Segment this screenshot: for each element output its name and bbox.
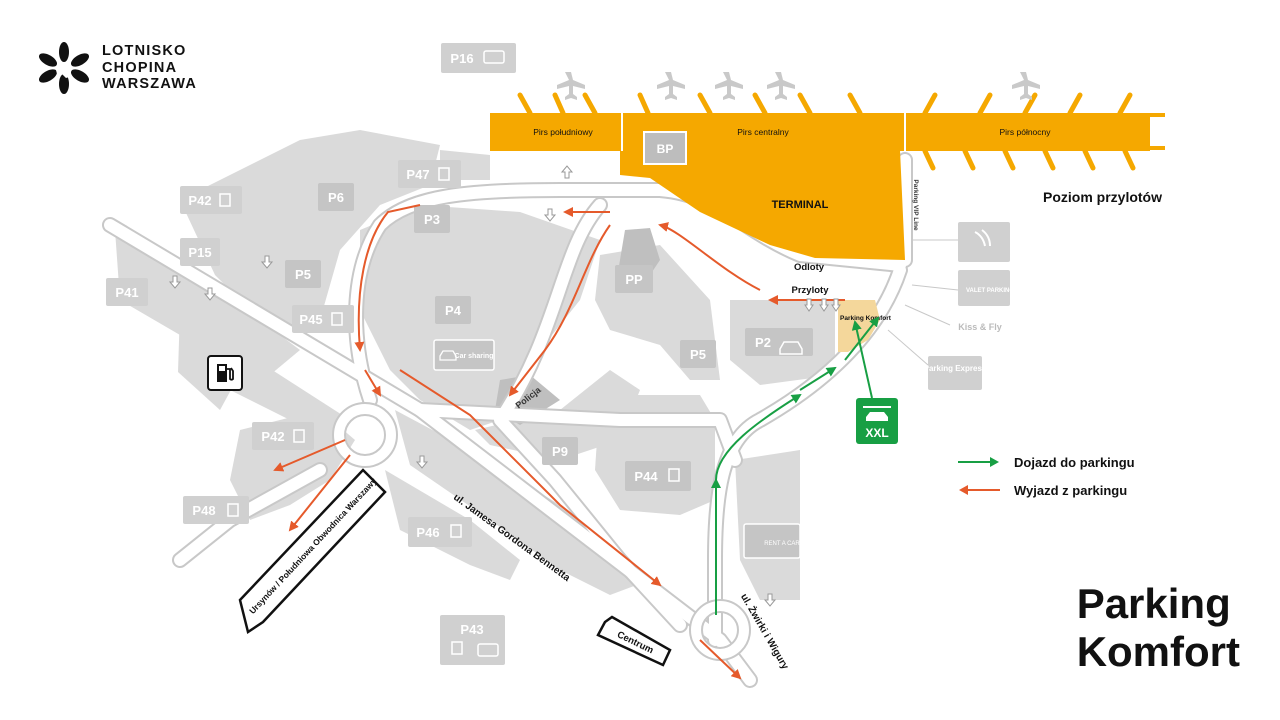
logo-line-2: CHOPINA: [102, 59, 178, 76]
p4-label: P4: [445, 303, 462, 318]
car-sharing-sign: Car sharing: [433, 339, 495, 371]
page-title: Parking Komfort: [1077, 580, 1240, 676]
pier-south-label: Pirs południowy: [533, 127, 593, 137]
p45-label: P45: [299, 312, 322, 327]
airport-logo: LOTNISKO CHOPINA WARSZAWA: [36, 40, 197, 96]
p44-label: P44: [634, 469, 658, 484]
parking-express-label: Parking Express: [924, 364, 987, 373]
pier-central-label: Pirs centralny: [737, 127, 789, 137]
green-arrow-icon: [958, 457, 999, 467]
parking-sign-icon: [219, 167, 680, 655]
p48-label: P48: [192, 503, 215, 518]
p5-left-label: P5: [295, 267, 311, 282]
p3-label: P3: [424, 212, 440, 227]
p5-right-label: P5: [690, 347, 706, 362]
p47-label: P47: [406, 167, 429, 182]
car-icon: [866, 412, 888, 421]
logo-mark-icon: [38, 42, 90, 94]
valet-label: VALET PARKING: [966, 288, 1014, 294]
odloty-label: Odloty: [794, 262, 825, 273]
parking-komfort-label: Parking Komfort: [840, 315, 892, 322]
p15-label: P15: [188, 245, 211, 260]
p6-label: P6: [328, 190, 344, 205]
rent-a-car-sign: RENT A CAR: [743, 523, 801, 559]
legend-in-label: Dojazd do parkingu: [1014, 454, 1135, 470]
green-route: [711, 316, 880, 615]
logo-line-1: LOTNISKO: [102, 43, 187, 60]
p16-label: P16: [450, 51, 473, 66]
xxl-parking-sign: XXL: [856, 398, 898, 444]
pier-north-label: Pirs północny: [999, 127, 1051, 137]
plane-icon: [557, 72, 1040, 100]
przyloty-label: Przyloty: [792, 285, 830, 296]
parking-vip-label: Parking VIP Line: [912, 179, 919, 231]
p46-label: P46: [416, 525, 439, 540]
car-icon: [779, 341, 803, 355]
terminal-building: Pirs południowy Pirs centralny Pirs półn…: [490, 72, 1165, 260]
bp-station: BP: [643, 131, 687, 165]
service-signs: VALET PARKING Kiss & Fly Parking Express: [887, 222, 1014, 390]
terminal-label: TERMINAL: [772, 199, 829, 211]
legend-out-label: Wyjazd z parkingu: [1014, 482, 1128, 498]
title-line-2: Komfort: [1076, 628, 1240, 675]
legend: Dojazd do parkingu Wyjazd z parkingu: [958, 448, 1135, 504]
bus-icon: [477, 50, 505, 657]
fuel-pump-icon: [207, 355, 243, 391]
legend-row-out: Wyjazd z parkingu: [958, 476, 1135, 504]
car-sharing-label: Car sharing: [455, 353, 494, 360]
legend-row-in: Dojazd do parkingu: [958, 448, 1135, 476]
orange-route: [273, 204, 845, 680]
pp-label: PP: [625, 272, 643, 287]
rent-a-car-label: RENT A CAR: [764, 541, 800, 547]
p41-label: P41: [115, 285, 138, 300]
title-line-1: Parking: [1076, 580, 1231, 627]
kiss-fly-label: Kiss & Fly: [958, 322, 1002, 332]
orange-arrow-icon: [959, 485, 1000, 495]
parking-labels: P16 P47 P6 P3 P42 P15 P41 P5 P45 P4 PP P…: [106, 43, 813, 665]
xxl-label: XXL: [865, 426, 889, 440]
centrum-sign: Centrum: [596, 615, 672, 667]
hand-wave-icon: [974, 229, 991, 247]
p42-bottom-label: P42: [261, 429, 284, 444]
logo-line-3: WARSZAWA: [102, 76, 197, 93]
p43-label: P43: [460, 622, 483, 637]
svg-text:BP: BP: [657, 142, 674, 156]
p9-label: P9: [552, 444, 568, 459]
arrival-level-label: Poziom przylotów: [1043, 189, 1162, 205]
lane-arrows: [168, 165, 841, 607]
p42-top-label: P42: [188, 193, 211, 208]
p2-label: P2: [755, 335, 771, 350]
